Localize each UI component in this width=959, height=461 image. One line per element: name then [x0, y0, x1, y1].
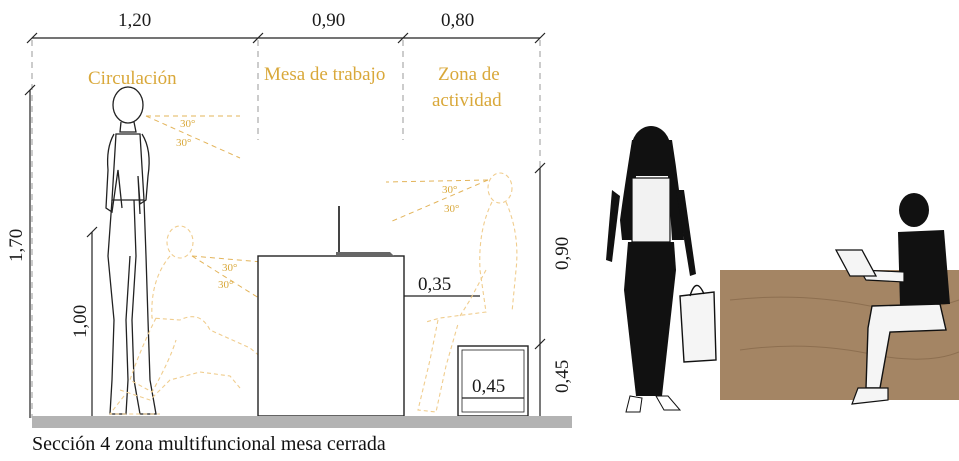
angle-standing-down: 30°: [176, 137, 191, 149]
shopping-bag: [679, 284, 717, 363]
sight-line: [389, 179, 489, 223]
caption: Sección 4 zona multifuncional mesa cerra…: [32, 433, 386, 455]
dim-lower-height: 0,45: [552, 360, 573, 393]
dim-table-width: 0,90: [312, 10, 345, 31]
seated-figure: [417, 172, 518, 413]
angle-seated-down: 30°: [444, 203, 459, 215]
dim-circulation-width: 1,20: [118, 10, 151, 31]
angle-seated-up: 30°: [442, 184, 457, 196]
zone-label-activity-2: actividad: [432, 90, 502, 111]
sight-line: [385, 179, 489, 183]
dim-total-height: 1,70: [6, 229, 27, 262]
sight-line: [191, 255, 263, 301]
dim-upper-height: 0,90: [552, 237, 573, 270]
angle-crouch-up: 30°: [222, 262, 237, 274]
standing-figure: [105, 86, 157, 415]
dim-gap: 0,35: [418, 274, 451, 295]
laptop-base: [336, 252, 394, 256]
dim-activity-width: 0,80: [441, 10, 474, 31]
work-table: [257, 255, 405, 417]
tick: [26, 32, 38, 44]
man-silhouette: [851, 193, 950, 405]
tick: [534, 32, 546, 44]
dim-table-height: 1,00: [70, 305, 91, 338]
laptop-icon: [834, 249, 878, 277]
sight-line: [145, 115, 241, 159]
ground-slab: [32, 416, 572, 428]
tick: [534, 338, 546, 350]
crouching-figure: [108, 225, 263, 415]
woman-silhouette: [606, 126, 696, 413]
tick: [86, 226, 98, 238]
sight-line: [191, 255, 263, 263]
laptop-screen: [338, 206, 340, 254]
tick: [534, 162, 546, 174]
angle-standing-up: 30°: [180, 118, 195, 130]
zone-label-activity-1: Zona de: [438, 64, 500, 85]
tick: [24, 84, 36, 96]
angle-crouch-down: 30°: [218, 279, 233, 291]
dim-box-width: 0,45: [472, 376, 505, 397]
stool-inner: [461, 349, 525, 413]
tick: [252, 32, 264, 44]
zone-label-circulation: Circulación: [88, 68, 177, 89]
zone-label-work-table: Mesa de trabajo: [264, 64, 385, 85]
tick: [397, 32, 409, 44]
